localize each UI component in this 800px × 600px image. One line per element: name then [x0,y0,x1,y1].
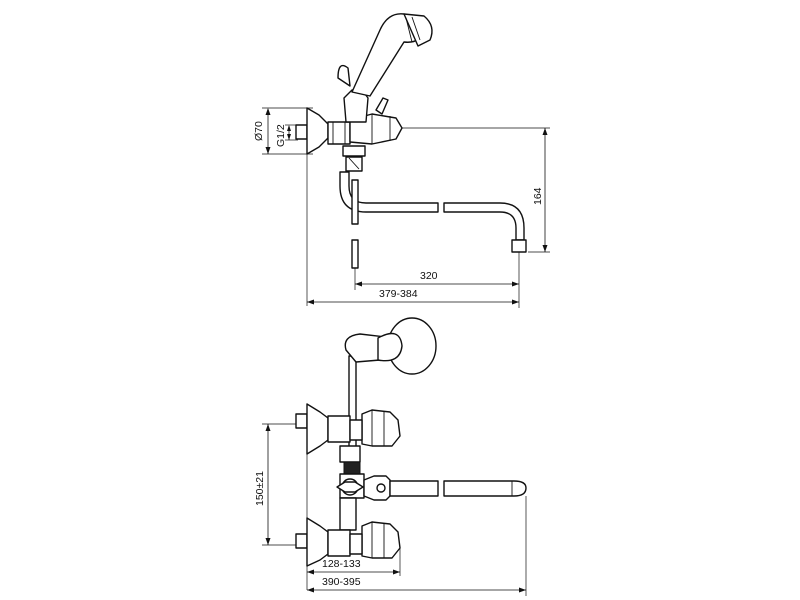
dim-projection: 128-133 [322,558,361,570]
hose [351,179,359,225]
mixer-body [327,121,351,145]
dim-height: 164 [532,187,544,205]
dim-thread: G1/2 [275,124,287,147]
dim-center-distance: 150±21 [254,471,266,506]
spout-pipe [339,171,439,213]
dim-total-length: 379-384 [379,288,418,300]
spout-front [389,480,439,497]
shower-head [403,13,433,47]
upper-valve-handle [361,409,401,447]
lower-valve-handle [361,521,401,559]
dim-total-width: 390-395 [322,576,361,588]
shower-holder [343,89,369,123]
dim-reach: 320 [420,270,438,282]
upper-escutcheon [306,403,329,455]
wall-connector [295,124,308,140]
front-view: 150±21 128-133 390-395 [254,317,527,596]
thread-coupling [343,461,361,475]
diverter-nut [342,145,366,157]
aerator [511,239,527,253]
escutcheon-flange [306,107,329,155]
diverter-lever [375,97,389,115]
dim-diameter: Ø70 [253,121,265,141]
side-view: Ø70 G1/2 164 320 379-384 [253,13,550,308]
